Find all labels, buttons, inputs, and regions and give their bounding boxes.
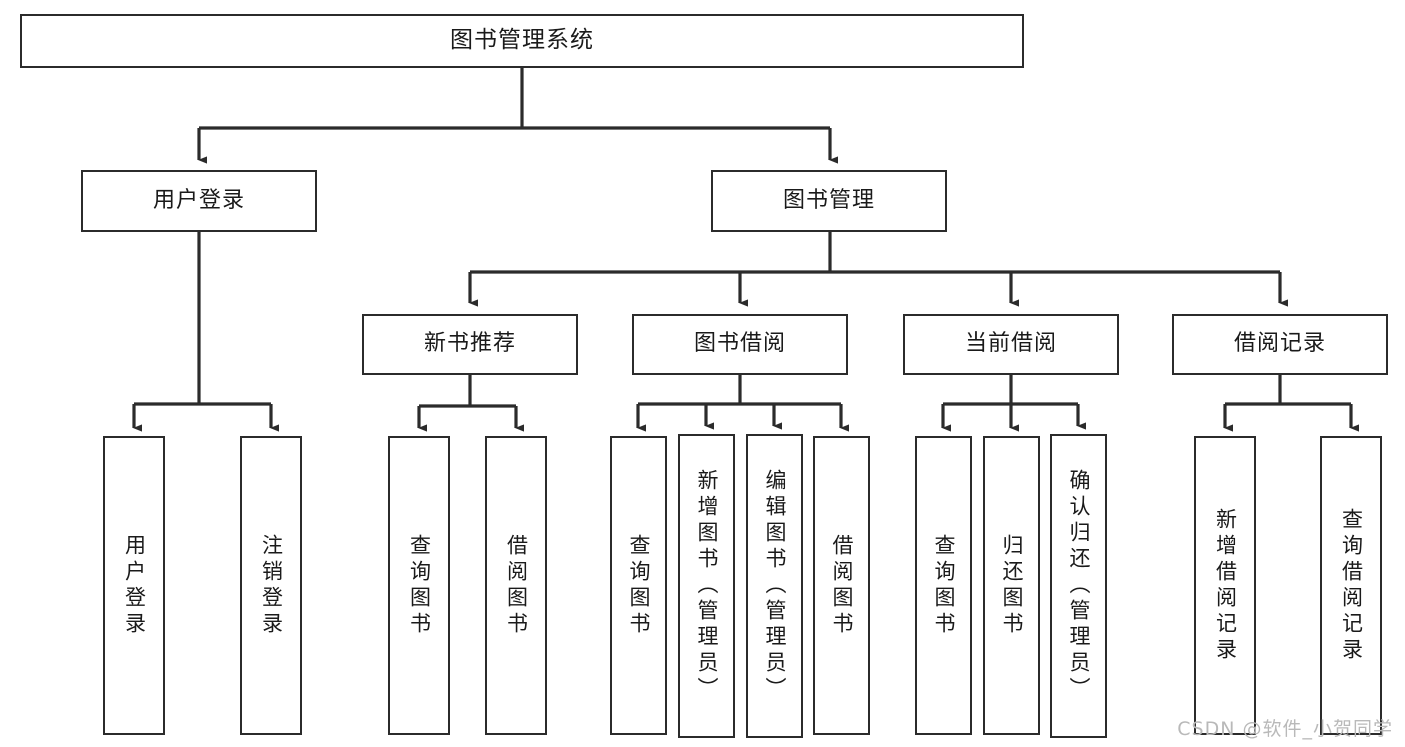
node-new-book-recommend-label: 新书推荐	[423, 331, 516, 357]
node-leaf-user-logout-label: 注销登录	[259, 533, 284, 638]
node-book-manage-label: 图书管理	[782, 187, 875, 213]
node-current-borrow-label: 当前借阅	[964, 331, 1057, 357]
node-borrow-record[interactable]: 借阅记录	[1172, 314, 1388, 375]
node-leaf-query-book-2-label: 查询图书	[627, 533, 651, 638]
node-leaf-add-book-admin[interactable]: 新增图书（管理员）	[678, 434, 735, 738]
node-leaf-confirm-return-admin-label: 确认归还（管理员）	[1067, 469, 1091, 703]
node-book-borrow-label: 图书借阅	[693, 331, 786, 357]
node-leaf-add-book-admin-label: 新增图书（管理员）	[695, 469, 719, 703]
node-new-book-recommend[interactable]: 新书推荐	[362, 314, 578, 375]
node-leaf-user-logout[interactable]: 注销登录	[240, 436, 302, 735]
node-root[interactable]: 图书管理系统	[20, 14, 1024, 68]
node-leaf-query-book-3[interactable]: 查询图书	[915, 436, 972, 735]
node-leaf-query-book-1[interactable]: 查询图书	[388, 436, 450, 735]
node-book-manage[interactable]: 图书管理	[711, 170, 947, 232]
node-root-label: 图书管理系统	[450, 27, 594, 54]
node-leaf-query-borrow-record[interactable]: 查询借阅记录	[1320, 436, 1382, 735]
node-leaf-borrow-book-1[interactable]: 借阅图书	[485, 436, 547, 735]
node-leaf-user-login[interactable]: 用户登录	[103, 436, 165, 735]
node-user-login[interactable]: 用户登录	[81, 170, 317, 232]
node-leaf-borrow-book-2-label: 借阅图书	[830, 533, 854, 638]
node-leaf-add-borrow-record[interactable]: 新增借阅记录	[1194, 436, 1256, 735]
node-leaf-query-book-3-label: 查询图书	[932, 533, 956, 638]
node-leaf-return-book-label: 归还图书	[1000, 533, 1024, 638]
node-borrow-record-label: 借阅记录	[1233, 331, 1326, 357]
node-current-borrow[interactable]: 当前借阅	[903, 314, 1119, 375]
node-leaf-query-book-2[interactable]: 查询图书	[610, 436, 667, 735]
node-leaf-edit-book-admin[interactable]: 编辑图书（管理员）	[746, 434, 803, 738]
node-leaf-edit-book-admin-label: 编辑图书（管理员）	[763, 469, 787, 703]
node-user-login-label: 用户登录	[152, 187, 245, 213]
node-leaf-query-borrow-record-label: 查询借阅记录	[1339, 507, 1364, 664]
node-leaf-borrow-book-2[interactable]: 借阅图书	[813, 436, 870, 735]
node-leaf-user-login-label: 用户登录	[122, 533, 147, 638]
node-book-borrow[interactable]: 图书借阅	[632, 314, 848, 375]
node-leaf-confirm-return-admin[interactable]: 确认归还（管理员）	[1050, 434, 1107, 738]
node-leaf-query-book-1-label: 查询图书	[407, 533, 432, 638]
node-leaf-return-book[interactable]: 归还图书	[983, 436, 1040, 735]
node-leaf-borrow-book-1-label: 借阅图书	[504, 533, 529, 638]
node-leaf-add-borrow-record-label: 新增借阅记录	[1213, 507, 1238, 664]
